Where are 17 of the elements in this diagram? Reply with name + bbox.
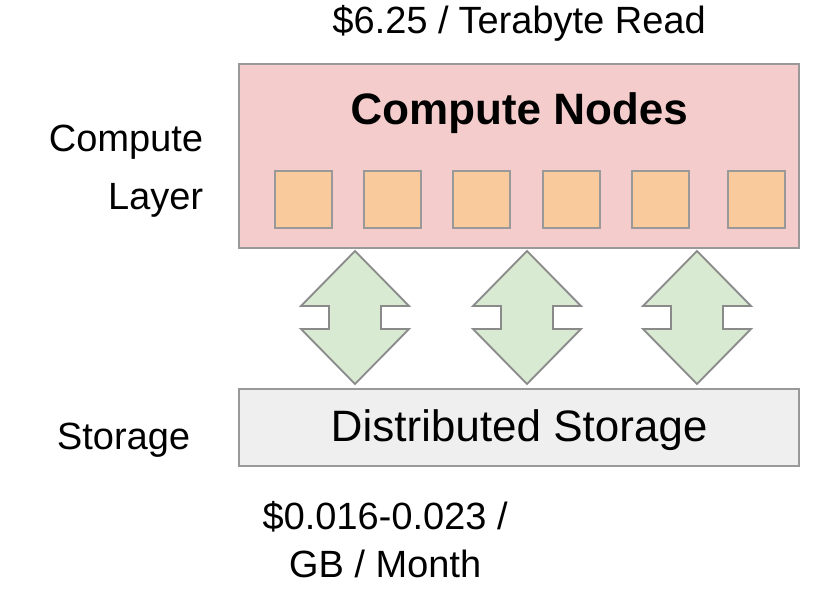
- node-square: [542, 170, 601, 229]
- compute-box: [238, 63, 800, 249]
- price-note: $6.25 / Terabyte Read: [331, 0, 707, 43]
- node-square: [631, 170, 690, 229]
- layer-label: Storage: [56, 415, 190, 460]
- price-note: $0.016-0.023 / GB / Month: [261, 495, 509, 588]
- double-arrow: [298, 250, 412, 386]
- node-square: [363, 170, 422, 229]
- storage-box: [238, 388, 800, 467]
- node-square: [274, 170, 333, 229]
- node-square: [452, 170, 511, 229]
- node-square: [727, 170, 786, 229]
- node-label: Compute Nodes: [349, 85, 689, 135]
- double-arrow: [640, 250, 754, 386]
- layer-label: Compute Layer: [48, 117, 203, 220]
- double-arrow: [470, 250, 584, 386]
- node-label: Distributed Storage: [330, 402, 708, 452]
